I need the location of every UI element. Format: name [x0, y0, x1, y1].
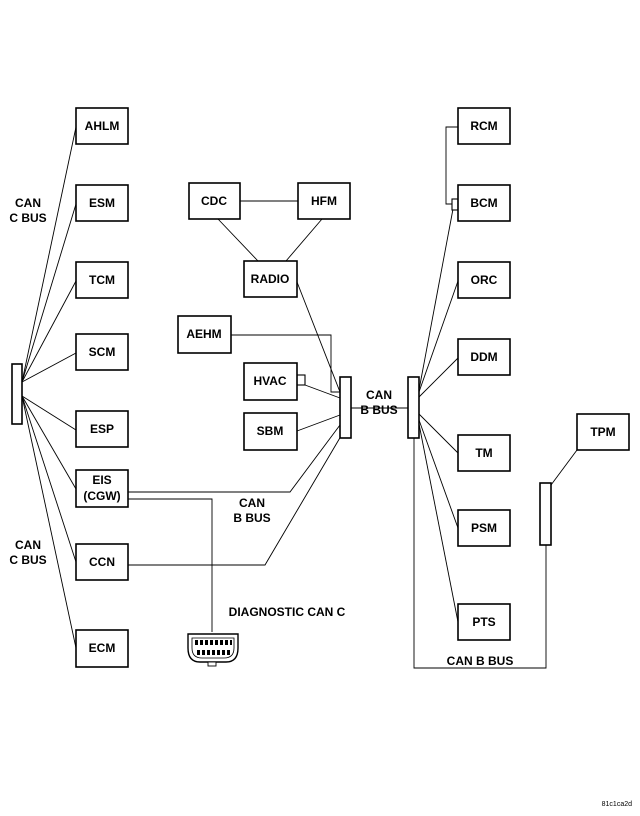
- module-aehm-label: AEHM: [186, 327, 221, 341]
- module-cdc-label: CDC: [201, 194, 227, 208]
- module-orc-label: ORC: [471, 273, 498, 287]
- module-bcm-label: BCM: [470, 196, 497, 210]
- module-cdc: CDC: [188, 182, 241, 220]
- wire-psm: [418, 419, 459, 529]
- can-b-bus-bar-right: [407, 376, 420, 439]
- module-radio-label: RADIO: [251, 272, 290, 286]
- module-ahlm-label: AHLM: [85, 119, 120, 133]
- wire-bcm: [418, 208, 454, 391]
- module-ccn-label: CCN: [89, 555, 115, 569]
- can-b-bus-label-mid-1: CAN: [239, 496, 265, 510]
- wire-ecm: [21, 395, 77, 649]
- wire-radio-bus: [296, 281, 341, 393]
- module-esm: ESM: [75, 184, 129, 222]
- module-ecm-label: ECM: [89, 641, 116, 655]
- wire-hvac: [304, 384, 341, 399]
- module-aehm: AEHM: [177, 315, 232, 354]
- module-scm: SCM: [75, 333, 129, 371]
- wire-aehm: [231, 334, 340, 393]
- wire-eis-diagnostic: [128, 498, 213, 632]
- can-c-bus-label-bottom-1: CAN: [15, 538, 41, 552]
- module-hfm-label: HFM: [311, 194, 337, 208]
- wire-sbm: [296, 414, 341, 432]
- wire-esm: [21, 203, 77, 383]
- bcm-connector: [451, 198, 459, 211]
- figure-code: 81c1ca2d: [602, 801, 632, 808]
- module-tm-label: TM: [475, 446, 492, 460]
- module-eis: EIS (CGW): [75, 469, 129, 508]
- wire-ddm: [418, 357, 459, 398]
- wire-ahlm: [21, 126, 77, 383]
- wire-ccn: [21, 395, 77, 563]
- can-b-bus-label-mid-2: B BUS: [233, 511, 270, 525]
- wire-tm: [418, 413, 459, 454]
- tpm-bus-bar: [539, 482, 552, 546]
- module-scm-label: SCM: [89, 345, 116, 359]
- can-b-bus-label-center-1: CAN: [366, 388, 392, 402]
- can-b-bus-bar-center: [339, 376, 352, 439]
- module-tm: TM: [457, 434, 511, 472]
- wire-tcm: [21, 280, 77, 383]
- can-c-bus-label-bottom-2: C BUS: [9, 553, 46, 567]
- module-psm-label: PSM: [471, 521, 497, 535]
- obd-diagnostic-connector-icon: [187, 633, 239, 667]
- wires: [21, 126, 578, 669]
- module-pts-label: PTS: [472, 615, 495, 629]
- wire-orc: [418, 280, 459, 393]
- can-c-bus-bar: [11, 363, 23, 425]
- module-sbm-label: SBM: [257, 424, 284, 438]
- can-c-bus-label-top-2: C BUS: [9, 211, 46, 225]
- wire-esp: [21, 395, 77, 431]
- can-b-bus-label-bottom: CAN B BUS: [447, 654, 514, 668]
- module-rcm: RCM: [457, 107, 511, 145]
- can-c-bus-label-top-1: CAN: [15, 196, 41, 210]
- wire-scm: [21, 352, 77, 383]
- module-hvac-label: HVAC: [253, 374, 286, 388]
- module-eis-label-line1: EIS: [92, 473, 111, 487]
- wire-tpm: [550, 449, 578, 486]
- module-ahlm: AHLM: [75, 107, 129, 145]
- module-radio: RADIO: [243, 260, 298, 298]
- module-hfm: HFM: [297, 182, 351, 220]
- module-ddm-label: DDM: [470, 350, 497, 364]
- wire-eis-can-b: [128, 424, 341, 493]
- module-esp: ESP: [75, 410, 129, 448]
- module-orc: ORC: [457, 261, 511, 299]
- wire-ccn-can-b: [128, 435, 342, 566]
- hvac-connector: [296, 374, 306, 386]
- module-pts: PTS: [457, 603, 511, 641]
- module-ccn: CCN: [75, 543, 129, 581]
- module-tpm: TPM: [576, 413, 630, 451]
- wire-can-b-loop: [413, 438, 547, 669]
- diagnostic-can-c-label: DIAGNOSTIC CAN C: [229, 605, 346, 619]
- module-bcm: BCM: [457, 184, 511, 222]
- module-ddm: DDM: [457, 338, 511, 376]
- module-tcm: TCM: [75, 261, 129, 299]
- wire-hfm-radio: [285, 218, 323, 262]
- wire-cdc-radio: [217, 218, 259, 262]
- module-esm-label: ESM: [89, 196, 115, 210]
- module-rcm-label: RCM: [470, 119, 497, 133]
- wire-rcm-bcm: [445, 126, 458, 205]
- module-esp-label: ESP: [90, 422, 114, 436]
- wire-pts: [418, 423, 459, 623]
- module-psm: PSM: [457, 509, 511, 547]
- module-ecm: ECM: [75, 629, 129, 668]
- module-sbm: SBM: [243, 412, 298, 451]
- module-hvac: HVAC: [243, 362, 298, 401]
- module-eis-label-line2: (CGW): [83, 489, 120, 503]
- can-b-bus-label-center-2: B BUS: [360, 403, 397, 417]
- module-tpm-label: TPM: [590, 425, 615, 439]
- wire-eis: [21, 395, 77, 490]
- module-tcm-label: TCM: [89, 273, 115, 287]
